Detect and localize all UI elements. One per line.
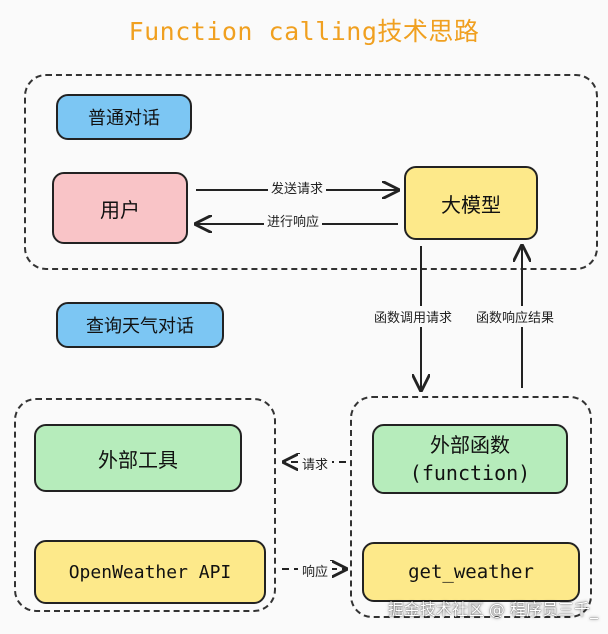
openweather-node: OpenWeather API — [34, 540, 266, 604]
weather-chat-label: 查询天气对话 — [56, 302, 224, 348]
send-request-label: 发送请求 — [268, 178, 327, 197]
watermark: 掘金技术社区 @ 程序员三千_ — [387, 600, 598, 619]
external-functions-region — [350, 396, 592, 618]
function-label: (function) — [409, 461, 531, 485]
call-request-label: 函数调用请求 — [372, 306, 455, 327]
response-label: 响应 — [298, 561, 333, 580]
normal-chat-region — [24, 74, 598, 270]
call-result-label: 函数响应结果 — [474, 306, 557, 327]
respond-label: 进行响应 — [264, 211, 323, 230]
external-tool-node: 外部工具 — [34, 424, 242, 492]
request-label: 请求 — [298, 454, 333, 473]
get-weather-node: get_weather — [362, 542, 580, 602]
normal-chat-label: 普通对话 — [56, 94, 192, 140]
external-function-label: 外部函数 — [430, 433, 510, 457]
external-function-node: 外部函数 (function) — [372, 424, 568, 494]
user-node: 用户 — [52, 172, 188, 244]
llm-node: 大模型 — [404, 166, 538, 240]
external-tools-region — [14, 398, 276, 612]
diagram-title: Function calling技术思路 — [128, 17, 480, 46]
